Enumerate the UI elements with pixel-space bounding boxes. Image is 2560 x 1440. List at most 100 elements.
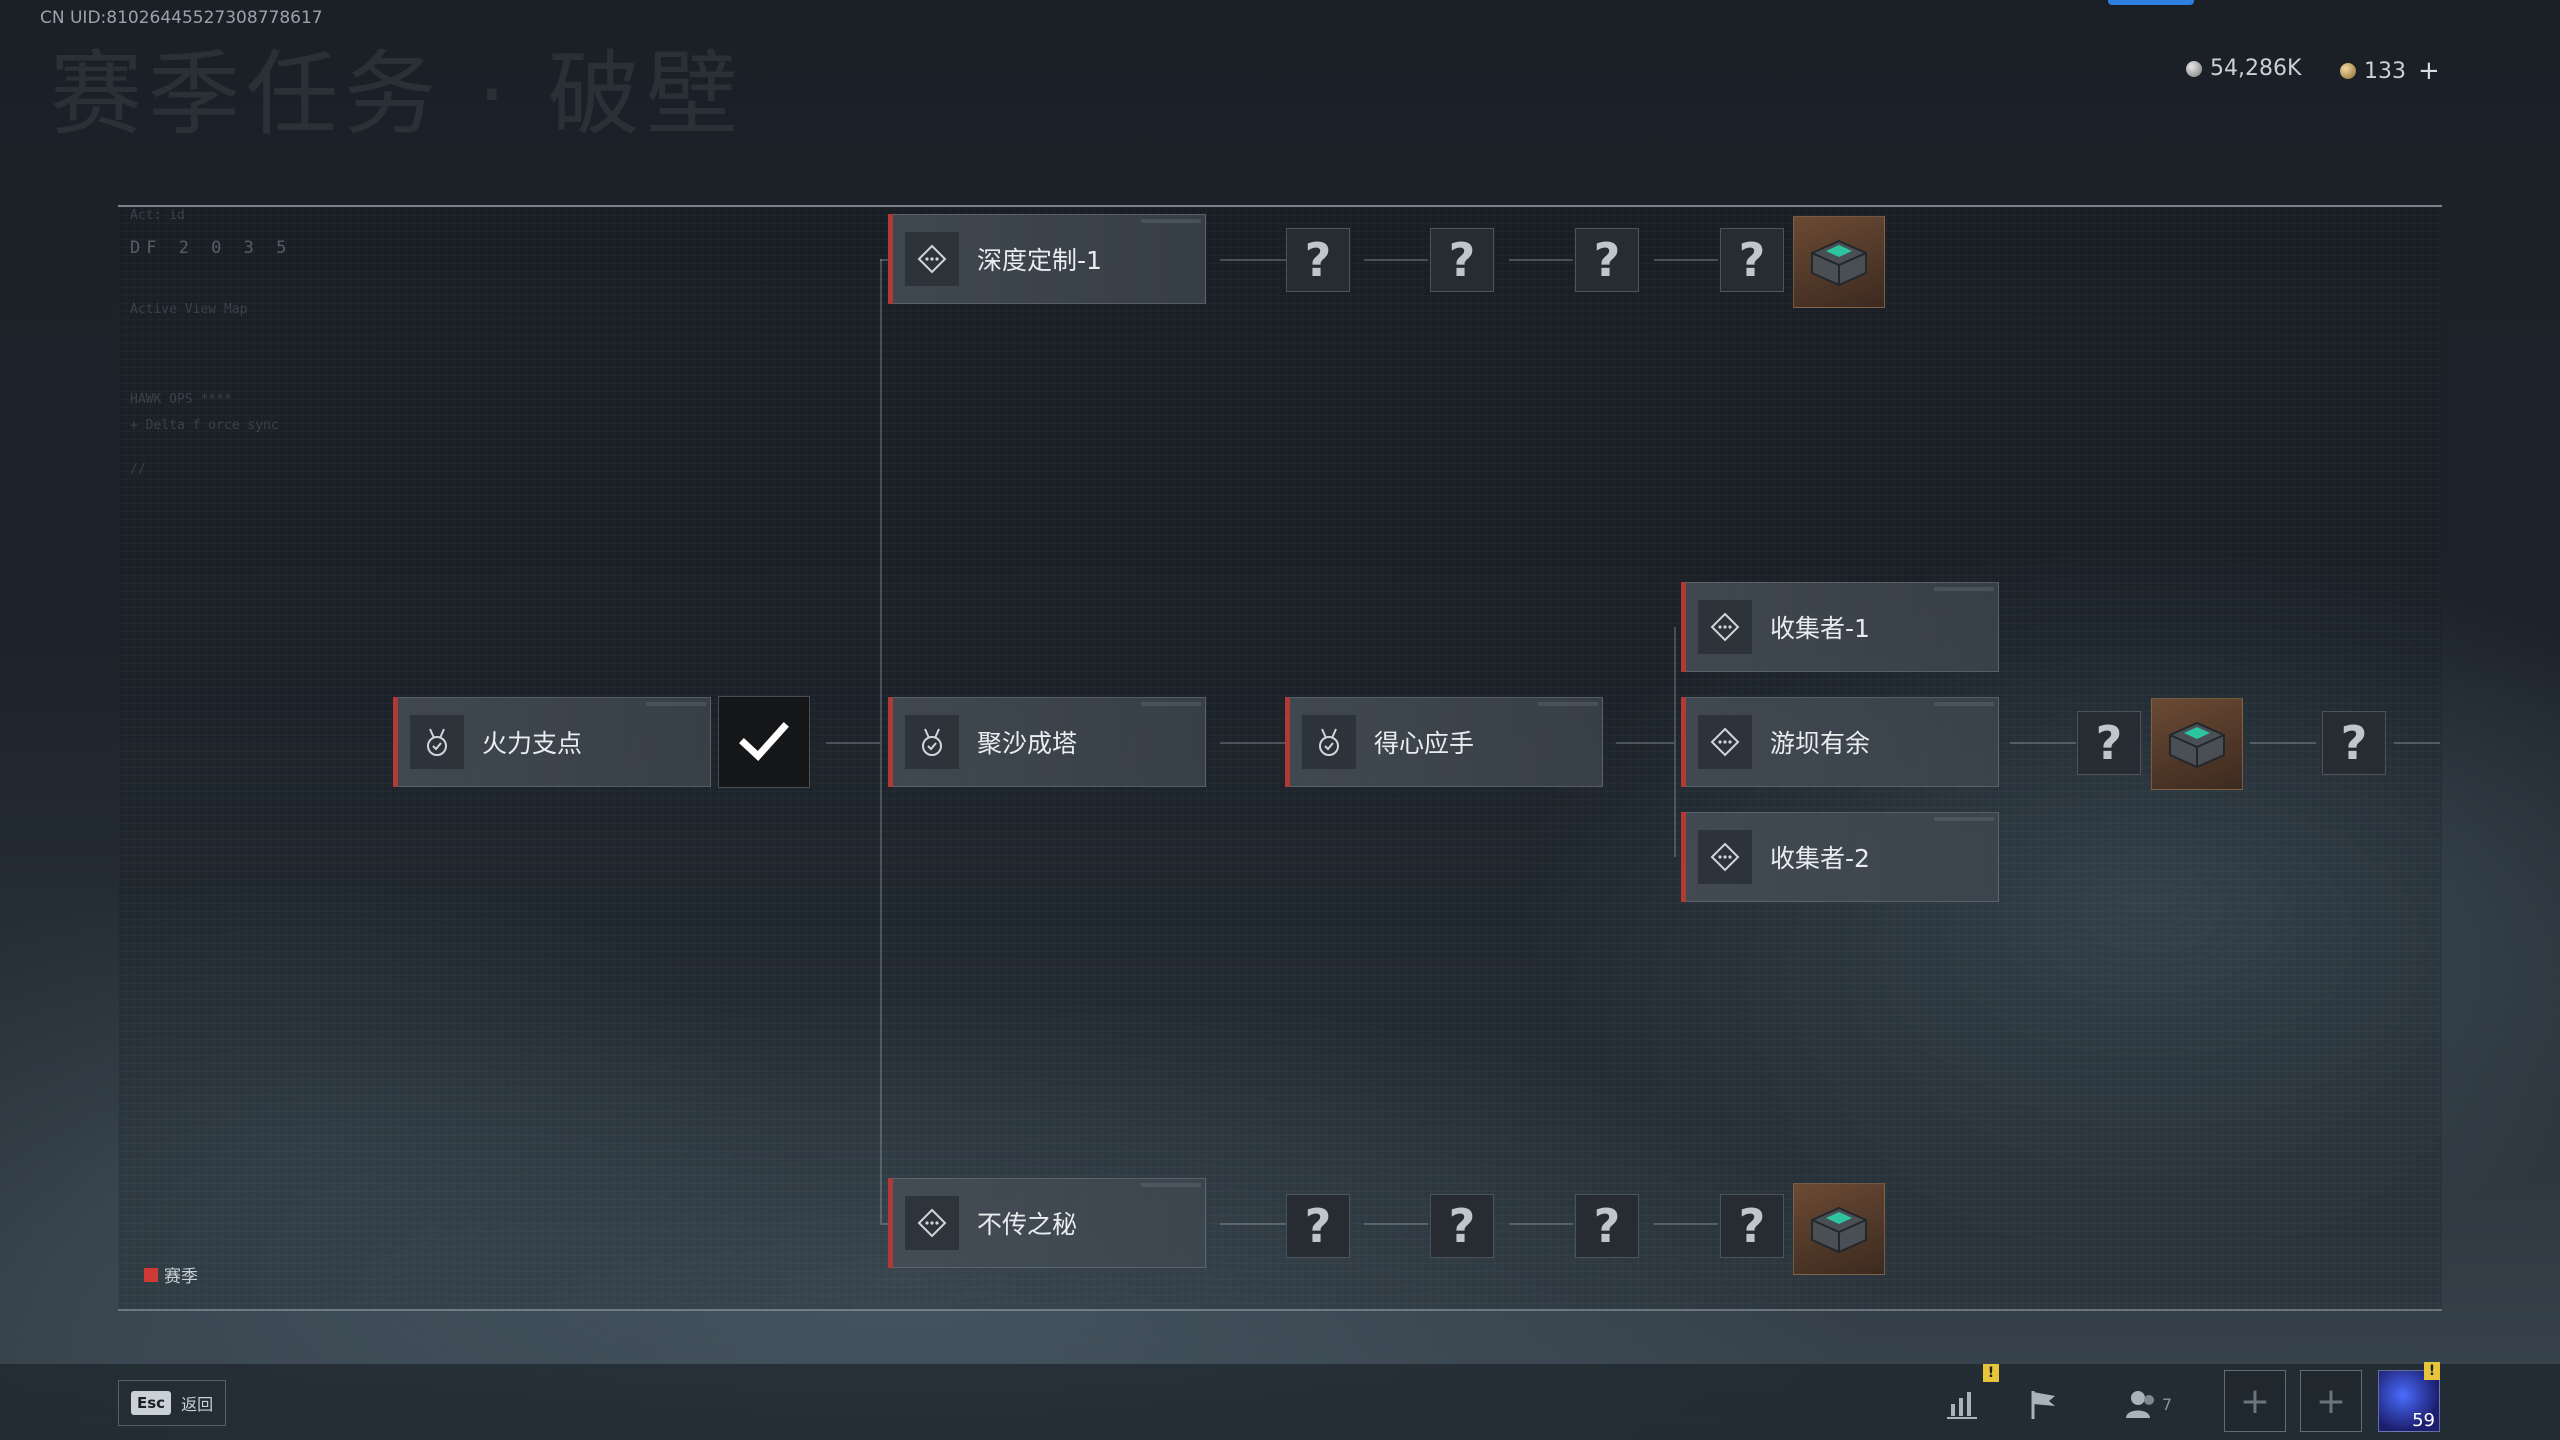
waypoint-diamond-icon [1698, 830, 1752, 884]
card-corner-mark [646, 702, 706, 706]
quest-card-branch3[interactable]: 收集者-2 [1681, 812, 1999, 902]
avatar-alert-badge: ! [2424, 1362, 2440, 1380]
reward-item-case[interactable] [1793, 216, 1885, 308]
unknown-reward[interactable]: ? [1430, 228, 1494, 292]
bar-chart-icon [1947, 1392, 1977, 1419]
flag-icon [2031, 1391, 2055, 1419]
connector [1654, 259, 1718, 261]
user-uid: CN UID:81026445527308778617 [40, 8, 323, 28]
back-button[interactable]: Esc 返回 [118, 1380, 226, 1426]
waypoint-diamond-icon [905, 232, 959, 286]
deco-act: Act: id [130, 208, 185, 223]
player-level: 59 [2412, 1410, 2435, 1431]
medal-check-icon [1302, 715, 1356, 769]
quest-card-bottom[interactable]: 不传之秘 [888, 1178, 1206, 1268]
trunk-connector [880, 259, 882, 1223]
connector [2394, 742, 2440, 744]
currency-silver: 54,286K [2186, 56, 2301, 81]
card-corner-mark [1934, 587, 1994, 591]
unknown-reward[interactable]: ? [1286, 228, 1350, 292]
quest-label: 聚沙成塔 [977, 729, 1078, 758]
quest-label: 火力支点 [482, 729, 583, 758]
top-tab-indicator[interactable] [2108, 0, 2194, 5]
team-count: 7 [2161, 1394, 2173, 1414]
legend-swatch [144, 1267, 158, 1282]
unknown-reward[interactable]: ? [1430, 1194, 1494, 1258]
team-button[interactable]: 7 [2118, 1382, 2178, 1426]
quest-label: 不传之秘 [977, 1210, 1078, 1239]
connector [1509, 259, 1573, 261]
empty-slot-2[interactable]: + [2300, 1370, 2362, 1432]
deco-slashes: // [130, 462, 146, 477]
card-corner-mark [1141, 1183, 1201, 1187]
player-avatar[interactable]: 59 [2378, 1370, 2440, 1432]
connector [1220, 259, 1286, 261]
connector [1509, 1223, 1573, 1225]
card-corner-mark [1141, 219, 1201, 223]
deco-df-code: DF 2 0 3 5 [130, 238, 293, 258]
legend-label: 赛季 [164, 1267, 198, 1287]
connector [1654, 1223, 1718, 1225]
quest-label: 得心应手 [1374, 729, 1475, 758]
quest-card-mid1[interactable]: 聚沙成塔 [888, 697, 1206, 787]
quest-card-mid2[interactable]: 得心应手 [1285, 697, 1603, 787]
reward-item-case[interactable] [1793, 1183, 1885, 1275]
add-currency-button[interactable]: + [2418, 56, 2440, 86]
connector [1220, 1223, 1286, 1225]
unknown-reward[interactable]: ? [1575, 228, 1639, 292]
connector [1364, 259, 1428, 261]
quest-card-branch2[interactable]: 游坝有余 [1681, 697, 1999, 787]
esc-key: Esc [131, 1391, 172, 1415]
deco-active-view: Active View Map [130, 302, 248, 317]
quest-card-top[interactable]: 深度定制-1 [888, 214, 1206, 304]
reward-item-case[interactable] [2151, 698, 2243, 790]
waypoint-diamond-icon [905, 1196, 959, 1250]
quest-label: 深度定制-1 [977, 246, 1102, 275]
currency-gold-value: 133 [2364, 58, 2406, 84]
back-label: 返回 [181, 1395, 214, 1414]
connector [880, 1223, 890, 1225]
stats-button[interactable] [1940, 1382, 1984, 1426]
connector [2010, 742, 2076, 744]
waypoint-diamond-icon [1698, 600, 1752, 654]
connector [1616, 742, 1674, 744]
connector [2250, 742, 2316, 744]
unknown-reward[interactable]: ? [1575, 1194, 1639, 1258]
stats-alert-badge: ! [1983, 1364, 1999, 1382]
team-icon [2125, 1391, 2154, 1418]
unknown-reward[interactable]: ? [1720, 228, 1784, 292]
quest-card-start[interactable]: 火力支点 [393, 697, 711, 787]
unknown-reward[interactable]: ? [1720, 1194, 1784, 1258]
quest-label: 收集者-1 [1770, 614, 1870, 643]
flag-button[interactable] [2022, 1382, 2066, 1426]
unknown-reward[interactable]: ? [2322, 711, 2386, 775]
connector [1364, 1223, 1428, 1225]
silver-coin-icon [2186, 60, 2202, 77]
card-corner-mark [1934, 817, 1994, 821]
connector [880, 259, 890, 261]
deco-delta: + Delta f orce sync [130, 418, 279, 433]
quest-card-branch1[interactable]: 收集者-1 [1681, 582, 1999, 672]
page-title-watermark: 赛季任务 · 破壁 [50, 41, 744, 148]
card-corner-mark [1934, 702, 1994, 706]
ammo-case-icon [2169, 721, 2225, 769]
completed-check-icon [718, 696, 810, 788]
gold-coin-icon [2340, 63, 2356, 79]
card-corner-mark [1141, 702, 1201, 706]
legend: 赛季 [144, 1262, 198, 1287]
connector [826, 742, 880, 744]
card-corner-mark [1538, 702, 1598, 706]
currency-silver-value: 54,286K [2210, 56, 2302, 81]
unknown-reward[interactable]: ? [2077, 711, 2141, 775]
medal-check-icon [905, 715, 959, 769]
unknown-reward[interactable]: ? [1286, 1194, 1350, 1258]
ammo-case-icon [1811, 239, 1867, 287]
connector [1220, 742, 1286, 744]
empty-slot-1[interactable]: + [2224, 1370, 2286, 1432]
medal-check-icon [410, 715, 464, 769]
deco-hawk: HAWK OPS **** [130, 392, 232, 407]
quest-label: 游坝有余 [1770, 729, 1871, 758]
currency-gold[interactable]: 133 + [2340, 56, 2440, 86]
quest-label: 收集者-2 [1770, 844, 1870, 873]
branch-connector [1674, 627, 1676, 857]
